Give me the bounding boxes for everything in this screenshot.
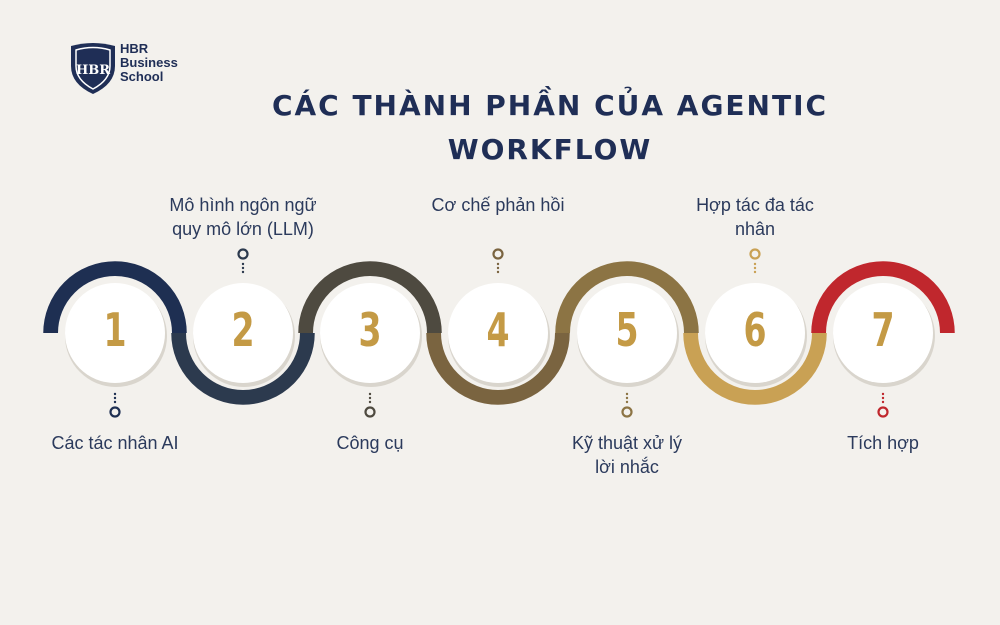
title-line-1: CÁC THÀNH PHẦN CỦA AGENTIC: [271, 89, 829, 122]
step-arc-1: [44, 262, 186, 334]
step-arc-4: [427, 332, 569, 404]
connector-ring-4: [492, 248, 504, 260]
step-label-line-2: nhân: [734, 219, 776, 239]
connector-dot-2-3: [241, 270, 245, 274]
step-number-5: 5: [615, 303, 639, 357]
step-arc-3: [299, 262, 441, 334]
step-arc-outline-5: [555, 261, 699, 334]
connector-dot-6-1: [753, 262, 757, 266]
logo-wordmark: HBR Business School: [120, 42, 178, 84]
connector-dot-2-2: [241, 266, 245, 270]
step-arc-outline-3: [298, 261, 442, 334]
step-label-6: Hợp tác đa tác nhân: [655, 193, 855, 241]
step-label-line-1: Tích hợp: [847, 433, 919, 453]
step-label-1: Các tác nhân AI: [15, 431, 215, 455]
logo-line-3: School: [120, 69, 164, 84]
step-label-line-1: Các tác nhân AI: [51, 433, 179, 453]
connector-dot-5-1: [625, 400, 629, 404]
brand-logo: HBR HBR Business School: [68, 40, 208, 100]
step-number-2: 2: [231, 303, 255, 357]
connector-dot-4-2: [496, 266, 500, 270]
step-number-1: 1: [103, 303, 127, 357]
step-circle-3: [320, 283, 420, 383]
step-label-line-1: Cơ chế phản hồi: [431, 195, 565, 215]
connector-dot-3-3: [368, 392, 372, 396]
step-label-5: Kỹ thuật xử lý lời nhắc: [527, 431, 727, 479]
step-circle-2: [193, 283, 293, 383]
connector-dot-7-2: [881, 396, 885, 400]
connector-dot-2-1: [241, 262, 245, 266]
connector-dot-4-3: [496, 270, 500, 274]
shield-icon: HBR: [71, 43, 115, 94]
step-number-7: 7: [871, 303, 895, 357]
step-circle-1: [65, 283, 165, 383]
connector-dot-7-3: [881, 392, 885, 396]
connector-dot-7-1: [881, 400, 885, 404]
connector-dot-1-2: [113, 396, 117, 400]
connector-dot-6-3: [753, 270, 757, 274]
connector-dot-1-1: [113, 400, 117, 404]
step-label-line-2: quy mô lớn (LLM): [172, 219, 314, 239]
connector-ring-6: [749, 248, 761, 260]
connector-dot-3-1: [368, 400, 372, 404]
step-circle-5: [577, 283, 677, 383]
page-title: CÁC THÀNH PHẦN CỦA AGENTIC WORKFLOW: [240, 84, 860, 172]
connector-ring-1: [109, 406, 121, 418]
step-label-line-1: Hợp tác đa tác: [696, 195, 814, 215]
step-arc-7: [812, 262, 954, 334]
step-number-4: 4: [486, 303, 510, 357]
step-circle-6: [705, 283, 805, 383]
step-arc-5: [556, 262, 698, 334]
connector-dot-3-2: [368, 396, 372, 400]
step-label-line-2: lời nhắc: [595, 457, 659, 477]
logo-monogram: HBR: [76, 63, 110, 78]
step-label-line-1: Mô hình ngôn ngữ: [169, 195, 317, 215]
connector-dot-1-3: [113, 392, 117, 396]
connector-dot-5-2: [625, 396, 629, 400]
step-label-4: Cơ chế phản hồi: [398, 193, 598, 217]
title-line-2: WORKFLOW: [447, 133, 653, 166]
step-label-line-1: Kỹ thuật xử lý: [571, 433, 683, 453]
step-number-3: 3: [358, 303, 382, 357]
connector-ring-3: [364, 406, 376, 418]
step-number-6: 6: [743, 303, 767, 357]
step-arc-outline-6: [683, 332, 827, 405]
logo-line-2: Business: [120, 55, 178, 70]
step-arc-outline-7: [811, 261, 955, 334]
connector-dot-5-3: [625, 392, 629, 396]
step-label-2: Mô hình ngôn ngữ quy mô lớn (LLM): [143, 193, 343, 241]
logo-line-1: HBR: [120, 41, 149, 56]
step-circle-4: [448, 283, 548, 383]
step-label-3: Công cụ: [270, 431, 470, 455]
step-arc-outline-2: [171, 332, 315, 405]
connector-ring-2: [237, 248, 249, 260]
connector-dot-4-1: [496, 262, 500, 266]
step-circle-7: [833, 283, 933, 383]
step-label-7: Tích hợp: [783, 431, 983, 455]
step-label-line-1: Công cụ: [336, 433, 404, 453]
connector-dot-6-2: [753, 266, 757, 270]
step-arc-2: [172, 332, 314, 404]
connector-ring-5: [621, 406, 633, 418]
step-arc-6: [684, 332, 826, 404]
step-arc-outline-1: [43, 261, 187, 334]
connector-ring-7: [877, 406, 889, 418]
step-arc-outline-4: [426, 332, 570, 405]
